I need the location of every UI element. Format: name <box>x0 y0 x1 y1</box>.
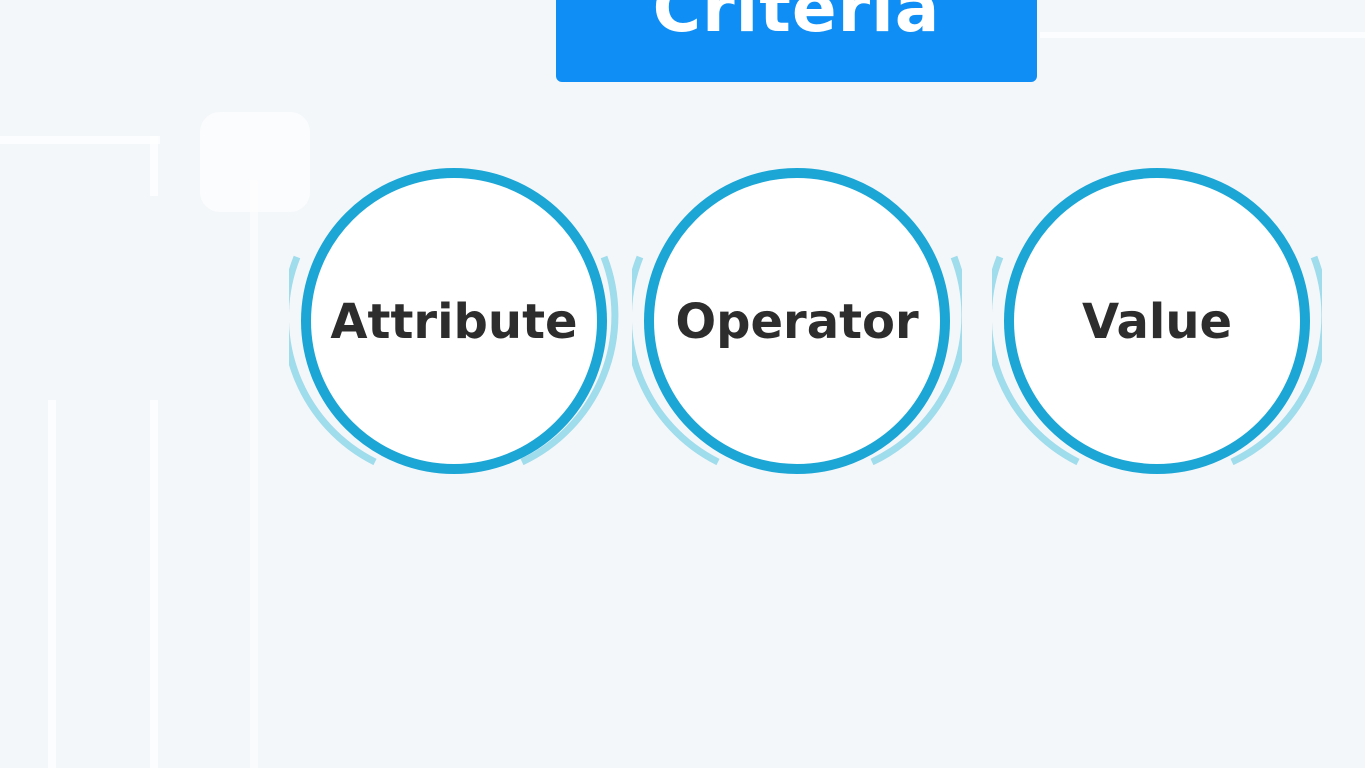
ring-graphic <box>289 168 619 474</box>
attribute-circle: Attribute <box>289 156 619 486</box>
value-circle: Value <box>992 156 1322 486</box>
page-title: Criteria <box>652 0 941 47</box>
background-decoration <box>250 180 258 768</box>
attribute-label: Attribute <box>330 294 578 350</box>
operator-circle: Operator <box>632 156 962 486</box>
value-label: Value <box>1081 294 1233 350</box>
background-decoration <box>48 400 56 768</box>
background-decoration <box>200 112 310 212</box>
ring-graphic <box>632 168 962 474</box>
ring-graphic <box>992 168 1322 474</box>
title-banner: Criteria <box>556 0 1037 82</box>
operator-label: Operator <box>675 294 919 350</box>
background-decoration <box>150 136 158 196</box>
background-decoration <box>150 400 158 768</box>
background-decoration <box>0 136 160 144</box>
background-decoration <box>1040 32 1365 38</box>
